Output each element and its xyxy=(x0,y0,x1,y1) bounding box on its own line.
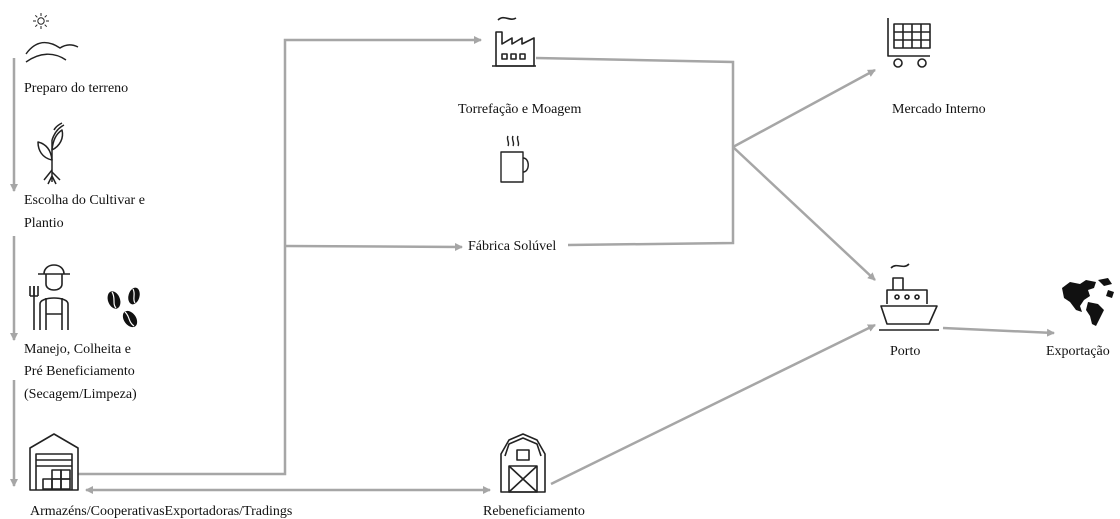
arrow-rebeneficiamento-to-porto xyxy=(550,323,876,486)
label-manejo-line-3: (Secagem/Limpeza) xyxy=(24,387,137,402)
line-torrefacao-to-junction xyxy=(535,56,735,147)
label-manejo-line-1: Manejo, Colheita e xyxy=(24,342,131,357)
label-torrefacao-moagem: Torrefação e Moagem xyxy=(458,102,582,117)
label-rebeneficiamento: Rebeneficiamento xyxy=(483,504,585,519)
shopping-cart-icon xyxy=(887,18,931,68)
arrow-junction-to-mercado xyxy=(732,68,876,149)
world-map-icon xyxy=(1062,278,1114,326)
label-escolha-line-1: Escolha do Cultivar e xyxy=(24,193,145,208)
coffee-beans-icon xyxy=(107,287,140,328)
arrow-junction-to-porto xyxy=(732,146,876,281)
label-manejo-line-2: Pré Beneficiamento xyxy=(24,364,135,379)
label-exportacao: Exportação xyxy=(1046,344,1110,359)
label-mercado-interno: Mercado Interno xyxy=(892,102,986,117)
ship-icon xyxy=(879,263,939,331)
arrow-trunk-to-fabrica xyxy=(284,242,463,251)
coffee-cup-icon xyxy=(500,135,529,183)
factory-icon xyxy=(492,16,536,67)
line-fabrica-to-junction xyxy=(567,147,735,247)
label-fabrica-soluvel: Fábrica Solúvel xyxy=(468,239,557,254)
label-escolha-line-2: Plantio xyxy=(24,216,64,231)
label-preparo-terreno: Preparo do terreno xyxy=(24,81,129,96)
sun-icon xyxy=(33,13,49,29)
warehouse-icon xyxy=(29,433,79,491)
barn-icon xyxy=(500,433,546,493)
arrow-armazens-to-torrefacao xyxy=(78,36,482,476)
arrow-porto-to-exportacao xyxy=(942,326,1055,337)
label-armazens: Armazéns/CooperativasExportadoras/Tradin… xyxy=(30,504,293,519)
farmer-icon xyxy=(29,264,70,330)
hills-icon xyxy=(25,41,79,63)
plant-icon xyxy=(37,122,65,185)
label-porto: Porto xyxy=(890,344,921,359)
